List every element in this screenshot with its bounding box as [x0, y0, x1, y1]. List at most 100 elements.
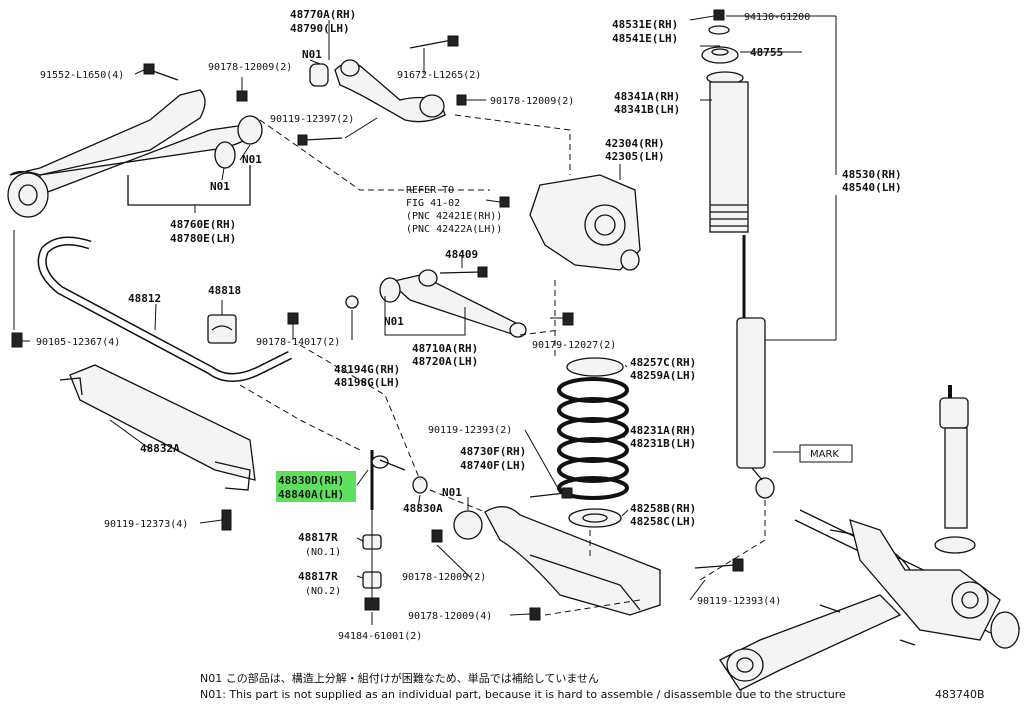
upper-control-arm-drawing — [309, 59, 446, 123]
label-48231b: 48231B(LH) — [630, 437, 696, 450]
bushing-48830a-drawing — [412, 476, 428, 494]
label-48258c: 48258C(LH) — [630, 515, 696, 528]
bolt-48409-drawing — [439, 266, 488, 278]
leader-lines — [13, 15, 853, 625]
spring-seat-upper-drawing — [566, 357, 624, 377]
knuckle-drawing — [529, 174, 641, 271]
label-48341b: 48341B(LH) — [614, 103, 680, 116]
label-48198g: 48198G(LH) — [334, 376, 400, 389]
label-48818: 48818 — [208, 284, 241, 297]
label-n01-low: N01 — [442, 486, 462, 499]
label-48830a: 48830A — [403, 502, 443, 515]
label-48830d: 48830D(RH) — [278, 474, 344, 487]
label-42305: 42305(LH) — [605, 150, 665, 163]
label-90119-d: 90119-12393(4) — [697, 596, 781, 607]
stabilizer-link-drawing — [370, 450, 406, 510]
label-n01-left: N01 — [210, 180, 230, 193]
label-no2: (NO.2) — [305, 586, 341, 597]
label-48409: 48409 — [445, 248, 478, 261]
bolt-91552-drawing — [143, 63, 179, 81]
label-42304: 42304(RH) — [605, 137, 665, 150]
label-90119-c: 90119-12373(4) — [104, 519, 188, 530]
label-48832a: 48832A — [140, 442, 180, 455]
lateral-link-drawing — [379, 269, 527, 338]
footnote-japanese: N01 この部品は、構造上分解・組付けが困難なため、単品では補給していません — [200, 672, 600, 685]
bolt-90105-drawing — [11, 332, 23, 348]
washer-48194-drawing — [345, 295, 359, 309]
label-48817r-1: 48817R — [298, 531, 338, 544]
label-48194g: 48194G(RH) — [334, 363, 400, 376]
label-48817r-2: 48817R — [298, 570, 338, 583]
label-90105: 90105-12367(4) — [36, 337, 120, 348]
nut-90178-d-drawing — [431, 529, 443, 543]
label-94130: 94130-61200 — [744, 12, 810, 23]
mount-48755-drawing — [701, 46, 739, 64]
label-refer-2: FIG 41-02 — [406, 198, 460, 209]
label-90179: 90179-12027(2) — [532, 340, 616, 351]
label-48812: 48812 — [128, 292, 161, 305]
label-90178-a: 90178-12009(2) — [208, 62, 292, 73]
label-91552: 91552-L1650(4) — [40, 70, 124, 81]
nut-90178-b-drawing — [456, 94, 467, 106]
label-48710a: 48710A(RH) — [412, 342, 478, 355]
label-48258b: 48258B(RH) — [630, 502, 696, 515]
label-90178-d: 90178-12009(2) — [402, 572, 486, 583]
bolt-91672-drawing — [409, 35, 459, 49]
label-48541e: 48541E(LH) — [612, 32, 678, 45]
stabilizer-bar-drawing — [37, 236, 293, 382]
label-90119-b: 90119-12393(2) — [428, 425, 512, 436]
label-48720a: 48720A(LH) — [412, 355, 478, 368]
label-n01-mid: N01 — [242, 153, 262, 166]
label-48780e: 48780E(LH) — [170, 232, 236, 245]
label-48790: 48790(LH) — [290, 22, 350, 35]
bushing-48818-drawing — [207, 314, 237, 344]
figure-id: 483740B — [935, 688, 985, 701]
label-48755: 48755 — [750, 46, 783, 59]
label-90178-b: 90178-12009(2) — [490, 96, 574, 107]
shock-absorber-drawing — [736, 235, 775, 499]
label-48760e: 48760E(RH) — [170, 218, 236, 231]
label-refer-3: (PNC 42421E(RH)) — [406, 211, 502, 222]
nut-90178-e-drawing — [529, 607, 541, 621]
highlight-box — [276, 471, 356, 502]
part-labels: 48770A(RH) 48790(LH) N01 91672-L1265(2) … — [36, 8, 902, 642]
label-94184: 94184-61001(2) — [338, 631, 422, 642]
nut-90178-a-drawing — [236, 90, 248, 102]
spring-seat-lower-drawing — [568, 508, 622, 528]
label-mark: MARK — [810, 449, 839, 460]
washer-48531-drawing — [708, 25, 730, 35]
label-n01-arm: N01 — [384, 315, 404, 328]
bolt-90119-c-drawing — [221, 509, 232, 531]
label-refer-1: REFER TO — [406, 185, 454, 196]
label-refer-4: (PNC 42422A(LH)) — [406, 224, 502, 235]
label-48730f: 48730F(RH) — [460, 445, 526, 458]
label-48531e: 48531E(RH) — [612, 18, 678, 31]
label-48770a: 48770A(RH) — [290, 8, 356, 21]
label-90178-c: 90178-14017(2) — [256, 337, 340, 348]
label-48259a: 48259A(LH) — [630, 369, 696, 382]
dust-boot-drawing — [709, 81, 749, 233]
label-91672: 91672-L1265(2) — [397, 70, 481, 81]
label-48231a: 48231A(RH) — [630, 424, 696, 437]
label-n01-top: N01 — [302, 48, 322, 61]
label-48540: 48540(LH) — [842, 181, 902, 194]
label-90119-a: 90119-12397(2) — [270, 114, 354, 125]
shock-top-nut-drawing — [713, 9, 725, 21]
nut-90179-drawing — [562, 312, 574, 326]
bolt-90119-a-drawing — [297, 134, 343, 146]
coil-spring-drawing — [557, 377, 629, 500]
crossmember-bracket-drawing — [59, 364, 256, 491]
label-48740f: 48740F(LH) — [460, 459, 526, 472]
label-48530: 48530(RH) — [842, 168, 902, 181]
trailing-arm-drawing — [7, 89, 263, 218]
rear-axle-assembly-drawing — [719, 385, 1021, 691]
lower-arm-drawing — [453, 506, 661, 616]
label-48257c: 48257C(RH) — [630, 356, 696, 369]
bolt-90119-b-drawing — [529, 487, 573, 499]
bolt-90119-d-drawing — [694, 558, 744, 572]
bolt-refer-drawing — [499, 196, 510, 208]
label-48341a: 48341A(RH) — [614, 90, 680, 103]
label-no1: (NO.1) — [305, 547, 341, 558]
footnote-english: N01: This part is not supplied as an ind… — [200, 688, 846, 701]
